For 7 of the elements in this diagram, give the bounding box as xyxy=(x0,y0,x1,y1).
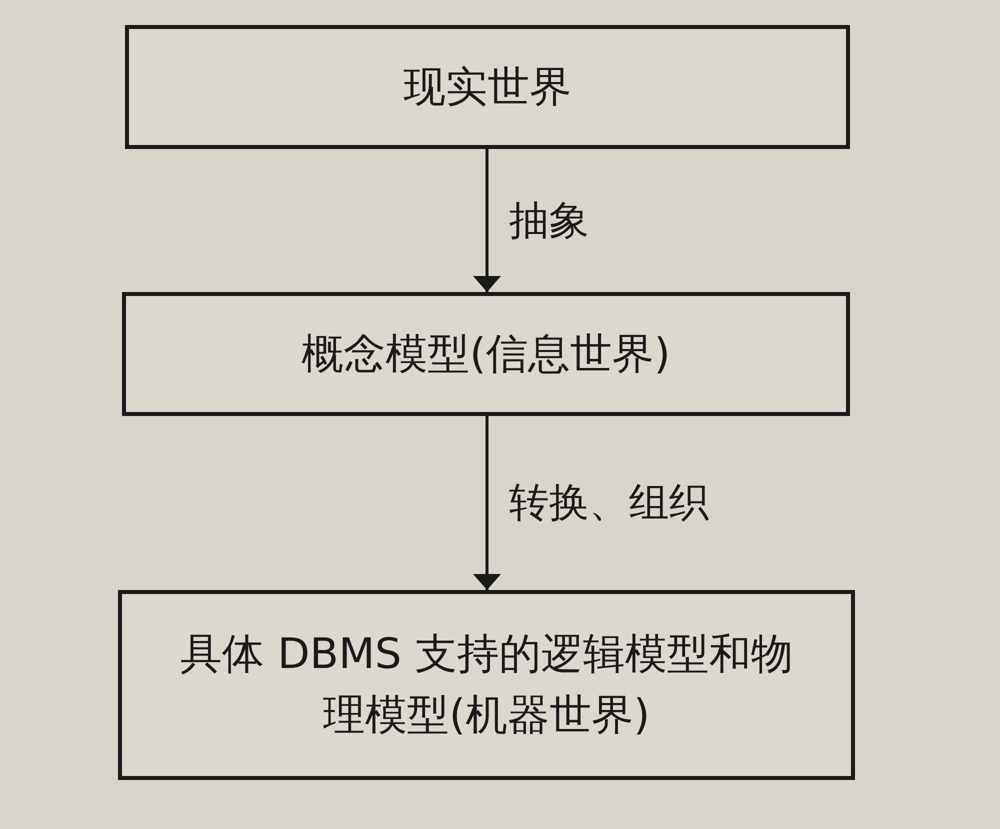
process-box: 概念模型(信息世界) xyxy=(122,292,850,416)
arrow xyxy=(473,416,501,590)
edge-label: 转换、组织 xyxy=(509,479,709,528)
edge-label: 抽象 xyxy=(509,196,589,246)
process-box: 具体 DBMS 支持的逻辑模型和物理模型(机器世界) xyxy=(118,590,855,780)
arrow xyxy=(473,149,501,292)
process-box: 现实世界 xyxy=(125,25,850,149)
